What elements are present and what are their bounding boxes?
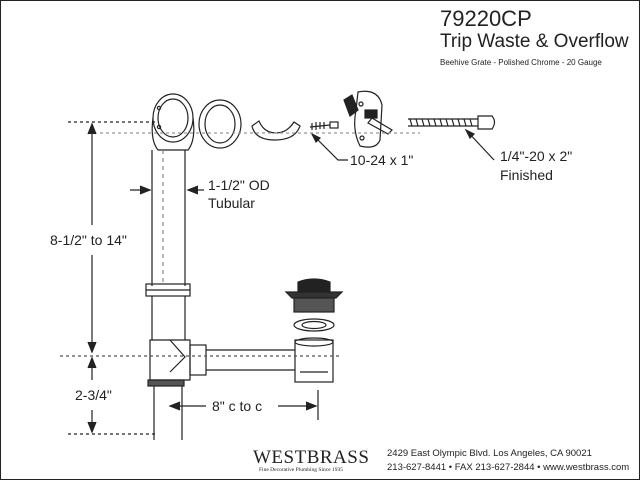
- company-contact: 213-627-8441 • FAX 213-627-2844 • www.we…: [387, 462, 630, 473]
- overflow-elbow: [151, 93, 195, 151]
- bolt-label: 1/4"-20 x 2": [500, 148, 573, 164]
- height-label: 8-1/2" to 14": [50, 232, 127, 248]
- depth-dimension: [68, 356, 158, 435]
- product-subtitle: Beehive Grate - Polished Chrome - 20 Gau…: [440, 58, 602, 67]
- trip-lever-faceplate: [343, 90, 393, 148]
- company-address: 2429 East Olympic Blvd. Los Angeles, CA …: [387, 448, 592, 459]
- waste-tailpiece: [153, 386, 183, 440]
- tube-od-label: 1-1/2" OD: [208, 177, 270, 193]
- small-screw-label: 10-24 x 1": [350, 152, 414, 168]
- overflow-gasket: [198, 99, 242, 149]
- beehive-strainer: [284, 278, 344, 313]
- long-bolt: [408, 115, 496, 130]
- horseshoe-bracket: [251, 120, 301, 141]
- centers-dimension: [168, 390, 319, 420]
- small-screw: [309, 121, 339, 130]
- centers-label: 8" c to c: [212, 398, 263, 414]
- small-screw-leader: [311, 133, 348, 161]
- depth-label: 2-3/4": [75, 387, 112, 403]
- model-number: 79220CP: [440, 6, 532, 31]
- finish-label: Finished: [500, 167, 553, 183]
- od-dimension: [130, 185, 204, 195]
- overflow-tube: [151, 150, 186, 286]
- horizontal-arm: [206, 349, 295, 371]
- height-dimension: [68, 121, 158, 354]
- brand-tagline: Fine Decorative Plumbing Since 1935: [259, 467, 344, 473]
- tee-body: [149, 339, 191, 381]
- shoe-gasket: [293, 318, 335, 332]
- brand-logo: WESTBRASS: [253, 447, 370, 468]
- drain-shoe: [294, 337, 334, 383]
- tube-type-label: Tubular: [208, 195, 255, 211]
- product-title: Trip Waste & Overflow: [440, 31, 629, 52]
